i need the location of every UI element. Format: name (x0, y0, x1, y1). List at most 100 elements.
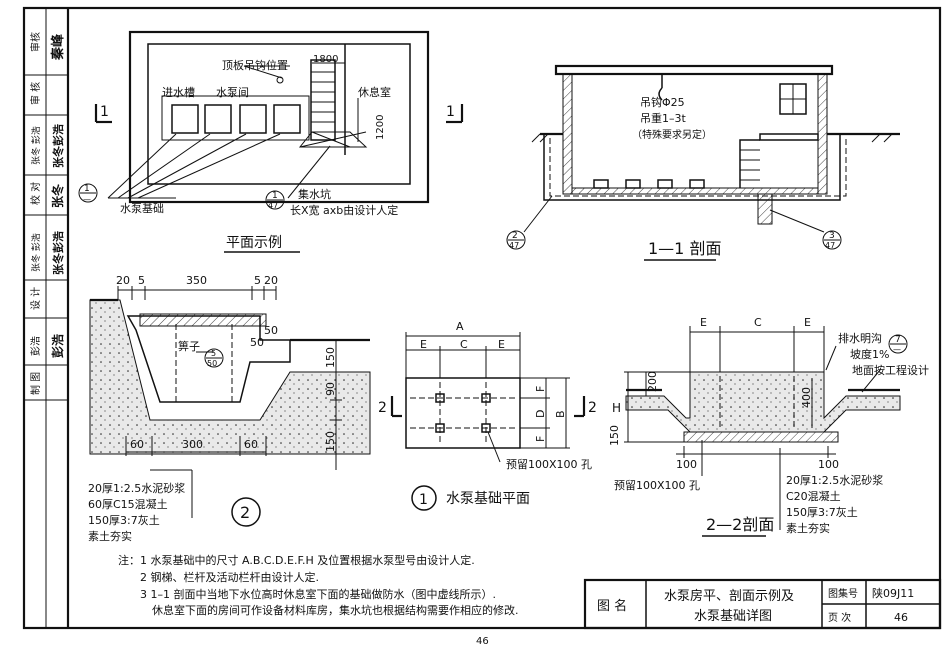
s22-dim-H: H (612, 401, 621, 415)
sidebar-sig-4: 张冬彭浩 (51, 231, 65, 275)
d2-layer-3: 素土夯实 (88, 529, 132, 543)
s11-caption: 1—1 剖面 (648, 239, 721, 258)
s22-dim100a: 100 (676, 458, 697, 471)
plan-hook-label: 顶板吊钩位置 (222, 58, 288, 72)
tb-name-label: 图 名 (597, 598, 627, 614)
plan-sump-label: 集水坑 (298, 187, 331, 201)
s22-layer-1: C20混凝土 (786, 489, 841, 503)
section-2-2: E C E H 200 400 150 100 100 排水明沟 7 — 坡度1… (608, 316, 929, 537)
d2-grate-ref-top: 5 (211, 349, 216, 358)
sidebar-role-0: 审核 (29, 32, 42, 52)
s22-dim400: 400 (800, 387, 813, 408)
s22-drain-ref-bot: — (893, 345, 901, 354)
d1-title: 水泵基础平面 (446, 490, 530, 507)
plan-pumpbase-label: 水泵基础 (120, 202, 164, 215)
s22-dim200: 200 (646, 371, 659, 392)
tb-atlas-label: 图集号 (828, 587, 858, 600)
d2-circle-number: 2 (240, 503, 250, 522)
plan-view: 顶板吊钩位置 1800 进水槽 水泵间 休息室 1200 1 1 1 — 水泵基… (78, 30, 464, 253)
d1-section-right: 2 (588, 400, 597, 416)
sidebar-role-4: 张冬 彭浩 (30, 233, 42, 272)
note-3a: 3 1–1 剖面中当地下水位高时休息室下面的基础做防水（图中虚线所示）. (140, 587, 496, 601)
d1-circle-number: 1 (419, 492, 428, 508)
sidebar-sig-0: 秦峰 (50, 33, 66, 61)
plan-section-right: 1 (446, 104, 455, 120)
s22-drain-label: 排水明沟 (838, 331, 882, 345)
s11-ref3-top: 3 (829, 231, 835, 241)
tb-title-line1: 水泵房平、剖面示例及 (664, 588, 794, 604)
sidebar-role-1: 审 核 (29, 82, 42, 105)
tb-page-label: 页 次 (828, 611, 851, 624)
title-block: 图 名 水泵房平、剖面示例及 水泵基础详图 图集号 陕09J11 页 次 46 (583, 578, 942, 630)
plan-pumproom-label: 水泵间 (216, 86, 249, 99)
plan-inlet-label: 进水槽 (162, 86, 195, 99)
s22-slope-label: 坡度1% (850, 347, 889, 361)
s22-drain-ref-top: 7 (895, 335, 901, 345)
s22-ground-label: 地面按工程设计 (852, 363, 929, 377)
d1-section-left: 2 (378, 400, 387, 416)
d2-grate-label: 箅子 (178, 339, 200, 353)
d2-dim-bottom-2: 60 (244, 438, 258, 451)
sidebar-role-2: 张冬 彭浩 (30, 126, 42, 165)
sidebar-role-5: 设 计 (29, 287, 42, 310)
d2-layer-0: 20厚1:2.5水泥砂浆 (88, 481, 185, 495)
footer-page-number: 46 (476, 636, 489, 647)
d2-dim-right-1: 90 (324, 382, 337, 396)
tb-atlas-no: 陕09J11 (872, 586, 914, 600)
s11-note-label: （特殊要求另定） (632, 128, 712, 141)
sidebar-role-3: 校 对 (29, 182, 42, 205)
sidebar-role-6: 彭浩 (29, 336, 42, 356)
s11-hook-label: 吊钩Φ25 (640, 95, 685, 109)
sidebar-role-7: 制 图 (29, 372, 42, 395)
s11-ref2-top: 2 (512, 231, 518, 241)
s22-dim-top-1: C (754, 316, 762, 329)
d1-dim-top-1: C (460, 338, 468, 351)
d2-dim-top-1: 5 (138, 274, 145, 287)
plan-sump-note: 长X宽 axb由设计人定 (290, 203, 398, 217)
sidebar-sig-3: 张冬 (50, 184, 65, 208)
d2-dim-top-3: 5 (254, 274, 261, 287)
sidebar-sig-6: 彭浩 (50, 334, 65, 358)
s22-caption: 2—2剖面 (706, 515, 774, 534)
plan-dim-1200: 1200 (375, 115, 386, 140)
signature-column: 审核 秦峰 审 核 张冬 彭浩 张冬彭浩 校 对 张冬 张冬 彭浩 张冬彭浩 设… (24, 8, 68, 628)
d2-layer-2: 150厚3:7灰土 (88, 513, 160, 527)
d1-dim-A: A (456, 320, 464, 333)
general-notes: 注：1 水泵基础中的尺寸 A.B.C.D.E.F.H 及位置根据水泵型号由设计人… (118, 553, 519, 617)
d1-hole-label: 预留100X100 孔 (506, 458, 592, 471)
d1-dim-top-0: E (420, 338, 427, 351)
d2-dim-top-4: 20 (264, 274, 278, 287)
note-2: 2 钢梯、栏杆及活动栏杆由设计人定. (140, 570, 319, 584)
section-1-1: 吊钩Φ25 吊重1–3t （特殊要求另定） 2 47 3 47 1—1 剖面 (506, 64, 900, 261)
detail-1-pump-base-plan: A E C E F D F B 2 2 预留100X100 孔 1 水泵基础平面 (378, 320, 597, 511)
d2-dim-right-0: 150 (324, 347, 337, 368)
plan-ref47-top: 1 (272, 191, 278, 201)
plan-ref1-top: 1 (84, 184, 90, 194)
s22-layer-3: 素土夯实 (786, 521, 830, 535)
plan-section-left: 1 (100, 104, 109, 120)
d2-dim-bottom-0: 60 (130, 438, 144, 451)
d2-dim50b: 50 (250, 336, 264, 349)
d2-grate-ref-bot: 50 (207, 359, 217, 368)
tb-page-no: 46 (894, 611, 908, 624)
s22-layer-2: 150厚3:7灰土 (786, 505, 858, 519)
plan-ref1-bot: — (83, 195, 91, 204)
s11-ref2-bot: 47 (509, 241, 519, 250)
plan-restroom-label: 休息室 (358, 85, 391, 99)
plan-caption: 平面示例 (226, 235, 282, 251)
note-3b: 休息室下面的房间可作设备材料库房，集水坑也根据结构需要作相应的修改. (152, 603, 519, 617)
d2-dim-bottom-1: 300 (182, 438, 203, 451)
plan-dim-1800: 1800 (313, 54, 338, 65)
s22-dim150: 150 (608, 425, 621, 446)
s11-load-label: 吊重1–3t (640, 111, 686, 125)
s22-dim-top-2: E (804, 316, 811, 329)
s22-hole-label: 预留100X100 孔 (614, 479, 700, 492)
s22-layer-0: 20厚1:2.5水泥砂浆 (786, 473, 883, 487)
d1-dim-B: B (554, 410, 567, 418)
d2-dim-top-2: 350 (186, 274, 207, 287)
d1-dim-right-1: D (534, 410, 547, 418)
d2-dim50a: 50 (264, 324, 278, 337)
sidebar-sig-2: 张冬彭浩 (51, 124, 65, 168)
plan-ref47-bot: 47 (268, 201, 278, 210)
